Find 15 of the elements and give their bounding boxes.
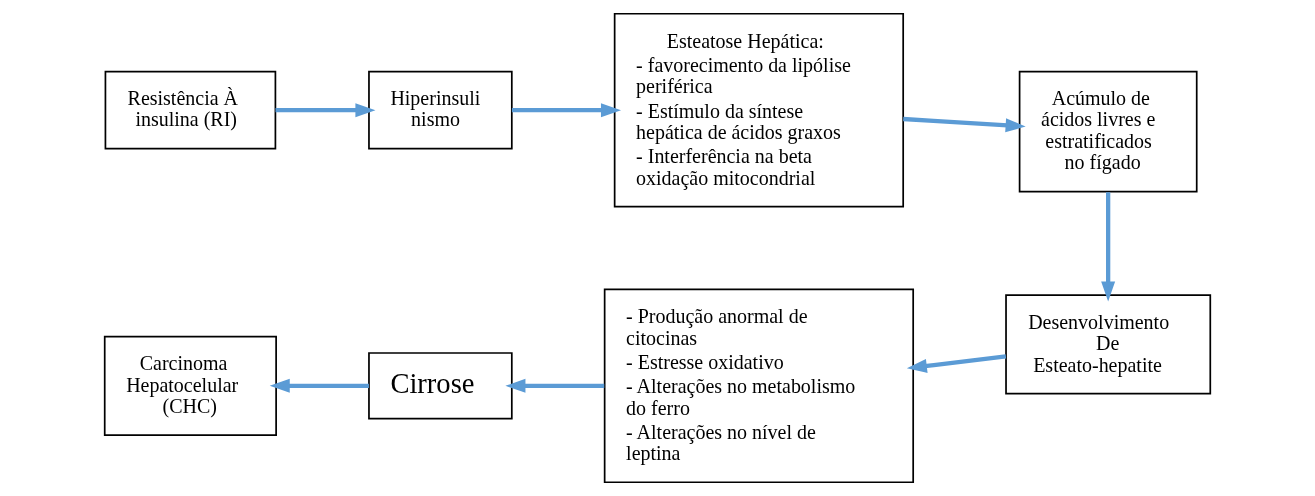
node-box: Hiperinsuli nismo: [368, 70, 513, 150]
arrow: [906, 354, 1007, 373]
node-box: Resistência À insulina (RI): [104, 70, 277, 150]
node-box: - Produção anormal de citocinas - Estresse oxidativo - Alterações no metabolismo do ferro - Alterações no nível de leptina: [603, 288, 915, 484]
node-box: Desenvolvimento De Esteato-hepatite: [1005, 294, 1212, 395]
arrow: [505, 378, 605, 393]
node-box: Esteatose Hepática: - favorecimento da lipólise periférica - Estímulo da síntese hepática de ácidos graxos - Interferência na beta oxidação mitocondrial: [613, 12, 905, 208]
node-box: Acúmulo de ácidos livres e estratificados no fígado: [1018, 70, 1198, 193]
node-box: Cirrose: [368, 352, 513, 420]
arrow: [1101, 192, 1116, 302]
node-box: Carcinoma Hepatocelular (CHC): [103, 335, 277, 436]
arrow: [269, 378, 369, 393]
arrow: [903, 116, 1026, 133]
arrow: [511, 103, 621, 118]
arrow: [275, 103, 376, 118]
